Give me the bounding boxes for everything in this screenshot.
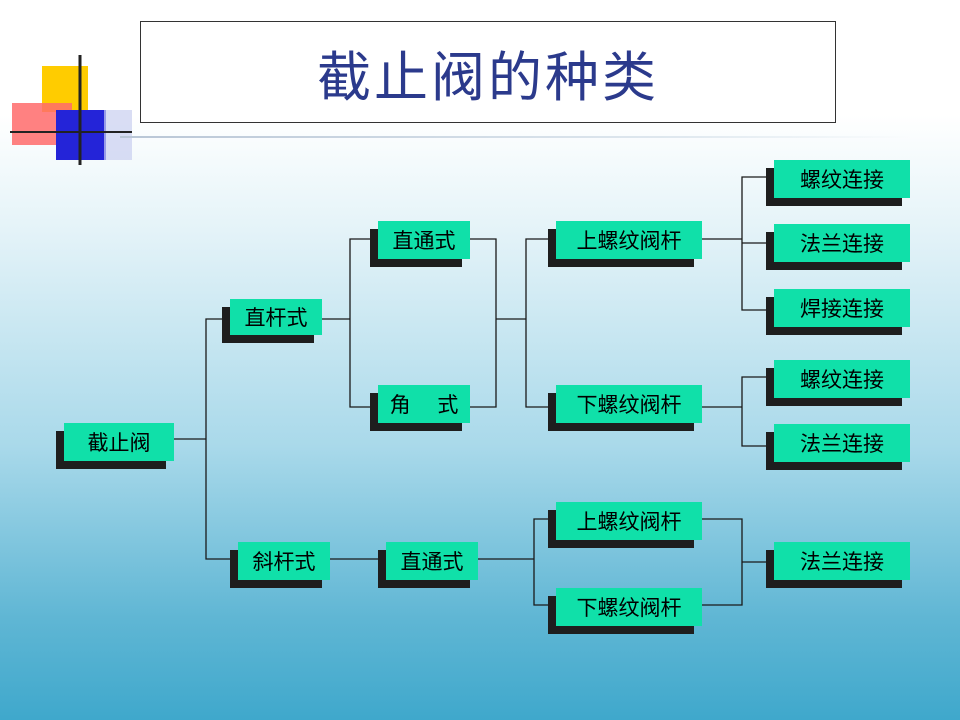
node-oblique-upper-thread-stem: 上螺纹阀杆 [556, 502, 702, 540]
connector-thread-bracket [525, 238, 556, 408]
node-root-globe-valve: 截止阀 [64, 423, 174, 461]
connector-merge-types [470, 238, 497, 408]
node-oblique-straight-through: 直通式 [386, 542, 478, 580]
node-upper-flange-connection: 法兰连接 [774, 224, 910, 262]
node-lower-flange-connection: 法兰连接 [774, 424, 910, 462]
node-upper-thread-connection: 螺纹连接 [774, 160, 910, 198]
connector-oblique-bracket [533, 518, 556, 606]
node-oblique-flange-connection: 法兰连接 [774, 542, 910, 580]
node-straight-through: 直通式 [378, 221, 470, 259]
connector-straight-stem-bracket [349, 238, 378, 408]
node-upper-thread-stem: 上螺纹阀杆 [556, 221, 702, 259]
connector-oblique-merge [702, 518, 743, 606]
title-divider [120, 136, 910, 138]
node-oblique-stem: 斜杆式 [238, 542, 330, 580]
node-angle-type: 角 式 [378, 385, 470, 423]
corner-logo-decoration [10, 55, 132, 165]
node-lower-thread-connection: 螺纹连接 [774, 360, 910, 398]
connector-root-bracket [205, 318, 236, 560]
title-box: 截止阀的种类 [140, 21, 836, 123]
node-oblique-lower-thread-stem: 下螺纹阀杆 [556, 588, 702, 626]
node-straight-stem: 直杆式 [230, 299, 322, 335]
page-title: 截止阀的种类 [317, 45, 659, 109]
node-upper-weld-connection: 焊接连接 [774, 289, 910, 327]
connector-lower-thread-bracket [741, 376, 774, 447]
node-lower-thread-stem: 下螺纹阀杆 [556, 385, 702, 423]
